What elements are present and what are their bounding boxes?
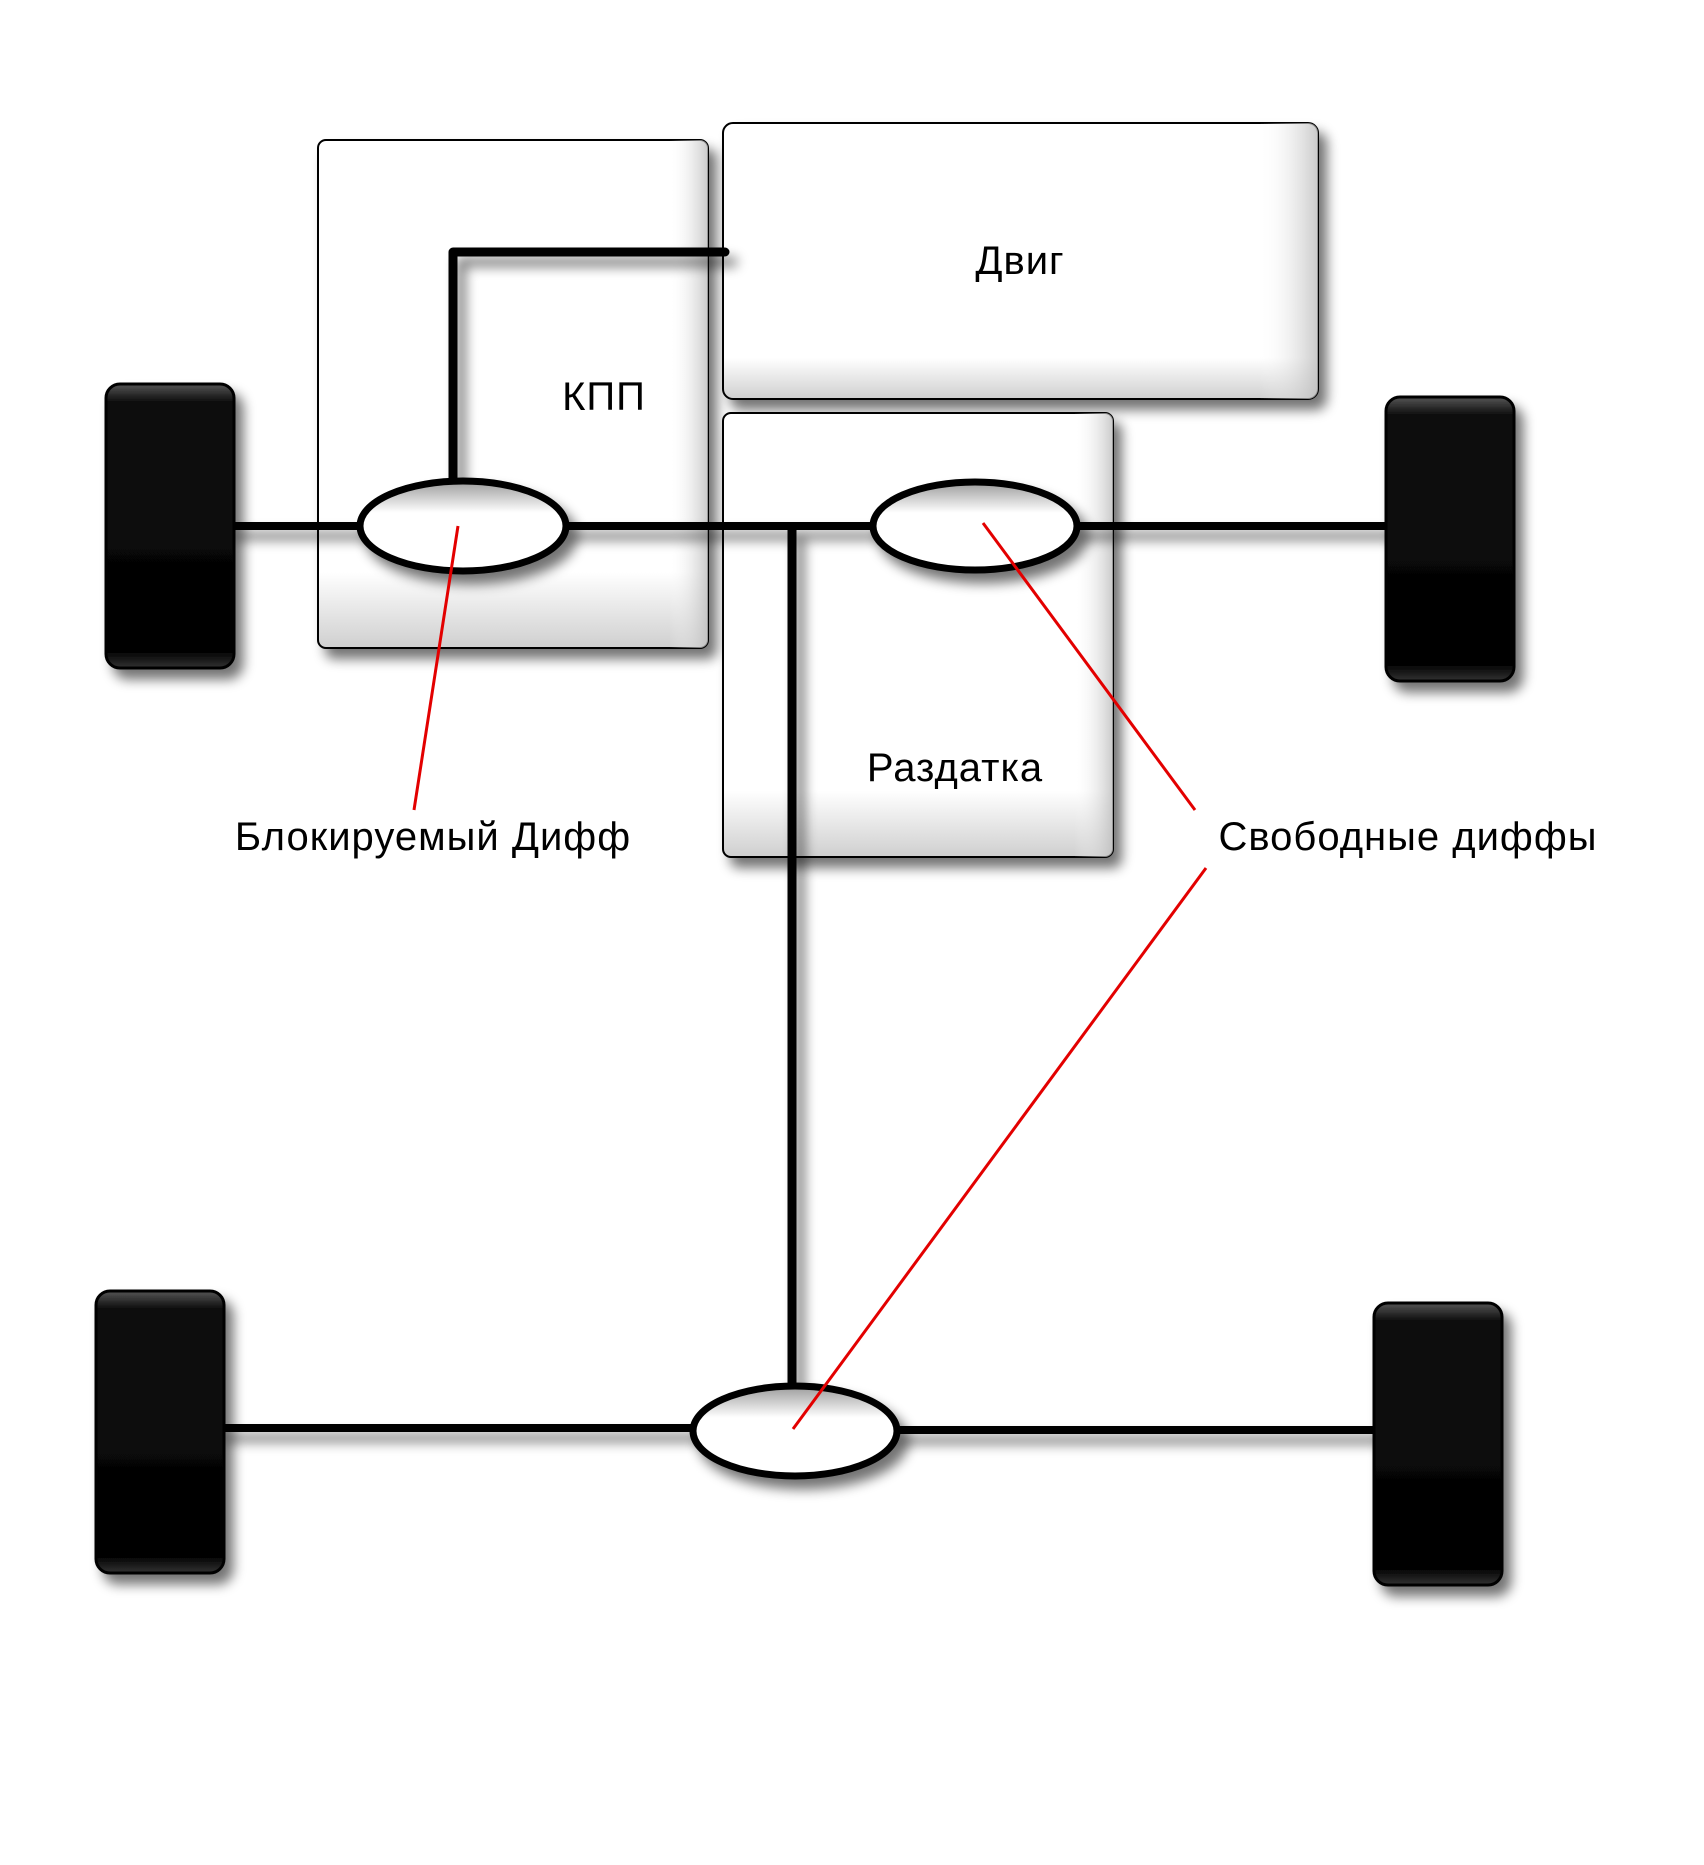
shafts (216, 247, 1394, 1434)
wheel-rear-right (1372, 1301, 1504, 1587)
differentials (356, 477, 1081, 1480)
transfer-case-label: Раздатка (867, 746, 1043, 790)
pointer-rear-diff (791, 867, 1208, 1430)
pointer-center-diff (981, 522, 1197, 811)
engine-label: Двиг (975, 239, 1064, 283)
engine-box (722, 122, 1319, 400)
gearbox-label: КПП (562, 375, 646, 419)
open-diffs-label: Свободные диффы (1218, 815, 1597, 859)
pointer-lines (412, 522, 1208, 1430)
rear-diff (689, 1382, 901, 1480)
wheel-rear-left (94, 1289, 226, 1575)
locking-diff-label: Блокируемый Дифф (235, 815, 631, 859)
gearbox-box (317, 139, 709, 649)
wheel-front-right (1384, 395, 1516, 683)
input-shaft (448, 247, 730, 495)
center-diff (869, 478, 1081, 574)
wheel-front-left (104, 382, 236, 670)
locking-diff (356, 477, 570, 575)
transfer-case-box (722, 412, 1114, 858)
pointer-locking-diff (412, 525, 460, 811)
wheels (94, 382, 1516, 1587)
